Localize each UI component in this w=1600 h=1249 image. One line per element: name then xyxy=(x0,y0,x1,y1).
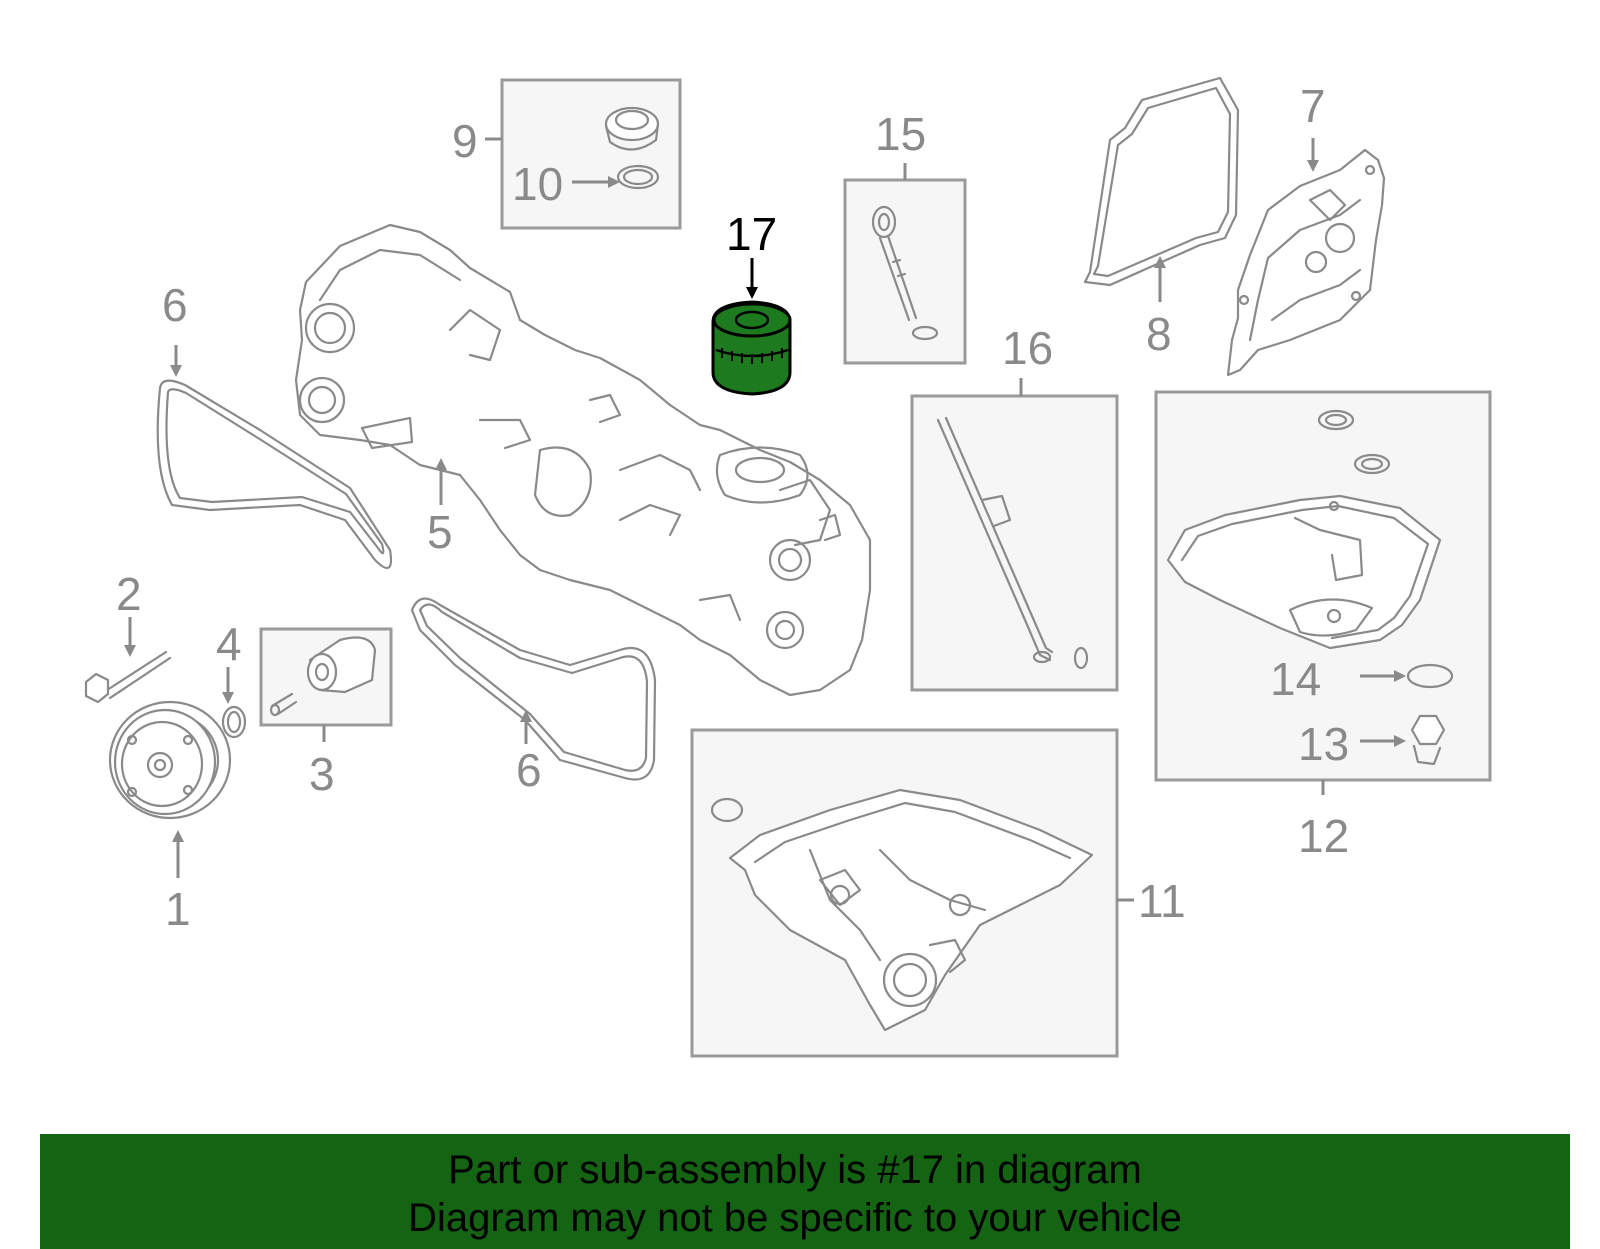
callout-10: 10 xyxy=(512,158,563,210)
drive-belt-upper[interactable] xyxy=(156,345,393,570)
oil-level-tube-group[interactable] xyxy=(910,378,1119,692)
footer-part-note: Part or sub-assembly is #17 in diagram xyxy=(448,1148,1142,1192)
callout-2: 2 xyxy=(116,568,142,620)
drive-belt-lower[interactable] xyxy=(410,597,657,781)
callout-8: 8 xyxy=(1146,308,1172,360)
filler-cap-gasket xyxy=(616,164,660,190)
callout-17: 17 xyxy=(726,208,777,260)
belt-tensioner xyxy=(269,636,377,717)
callout-5: 5 xyxy=(427,506,453,558)
oil-filler-cap-group[interactable] xyxy=(485,78,682,230)
pulley-bolt[interactable] xyxy=(84,617,172,704)
crankshaft-pulley[interactable] xyxy=(108,700,232,878)
callout-12: 12 xyxy=(1298,810,1349,862)
callout-4: 4 xyxy=(216,618,242,670)
o-ring[interactable] xyxy=(221,667,247,739)
oil-filler-cap xyxy=(604,106,660,151)
callout-9: 9 xyxy=(452,115,478,167)
oil-dipstick-group[interactable] xyxy=(843,163,967,365)
drain-plug-gasket xyxy=(1406,663,1454,689)
oil-pump-cover[interactable] xyxy=(1226,138,1386,377)
upper-oil-pan xyxy=(710,788,1094,1032)
drain-plug xyxy=(1410,714,1446,766)
callout-14: 14 xyxy=(1270,653,1321,705)
oil-filter[interactable] xyxy=(711,258,792,396)
oil-dipstick xyxy=(871,205,918,322)
footer-disclaimer: Diagram may not be specific to your vehi… xyxy=(408,1196,1182,1240)
dipstick-o-ring xyxy=(911,325,939,341)
belt-tensioner-group[interactable] xyxy=(259,627,393,742)
upper-oil-pan-group[interactable] xyxy=(690,728,1134,1058)
lower-oil-pan-group[interactable] xyxy=(1154,390,1492,795)
callout-3: 3 xyxy=(309,748,335,800)
oil-level-tube xyxy=(936,416,1089,670)
callout-1: 1 xyxy=(165,883,191,935)
callout-16: 16 xyxy=(1002,322,1053,374)
callout-15: 15 xyxy=(875,108,926,160)
lower-oil-pan xyxy=(1166,494,1442,650)
diagram-footer-banner: Part or sub-assembly is #17 in diagram D… xyxy=(40,1134,1570,1249)
oil-cover-gasket[interactable] xyxy=(1083,76,1240,302)
callout-7: 7 xyxy=(1300,80,1326,132)
callout-13: 13 xyxy=(1298,718,1349,770)
callout-6b: 6 xyxy=(516,744,542,796)
callout-6a: 6 xyxy=(162,279,188,331)
timing-chain-cover[interactable] xyxy=(294,223,872,697)
callout-11: 11 xyxy=(1138,875,1186,927)
